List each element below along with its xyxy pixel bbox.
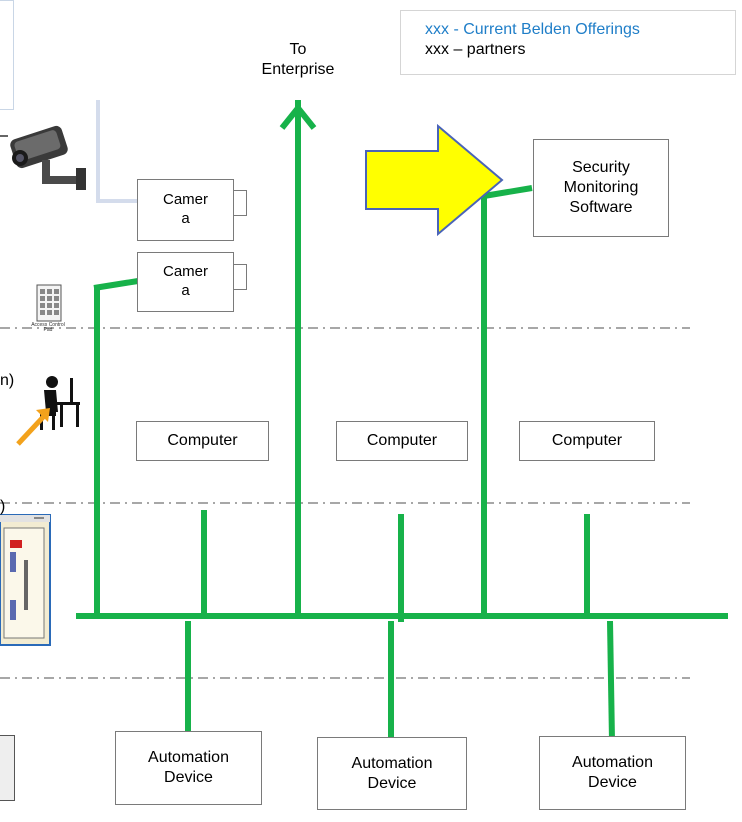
computer-box: Computer	[336, 421, 468, 461]
automation-device-box: Automation Device	[115, 731, 262, 805]
pointer-arrow-icon	[16, 408, 50, 446]
camera-link	[93, 278, 139, 291]
legend-box: xxx - Current Belden Offerings xxx – par…	[400, 10, 736, 75]
automation-device-box: Automation Device	[539, 736, 686, 810]
clipped-panel-edge	[0, 0, 14, 110]
network-lines	[76, 100, 728, 743]
legend-belden-offerings: xxx - Current Belden Offerings	[425, 21, 640, 38]
clipped-label-text: )	[0, 498, 6, 515]
automation-device-box: Automation Device	[317, 737, 467, 810]
camera-lens-tab	[233, 190, 247, 216]
highlight-arrow-icon	[365, 123, 504, 237]
automation-3-drop	[607, 620, 615, 742]
enterprise-arrow-head	[279, 103, 317, 130]
camera-box: Camer a	[137, 179, 234, 241]
camera-link-line	[96, 100, 140, 203]
security-monitoring-software-box: Security Monitoring Software	[533, 139, 669, 237]
clipped-box	[0, 735, 15, 801]
access-control-pad-icon	[36, 284, 62, 322]
camera-lens-tab	[233, 264, 247, 290]
zone-separators	[0, 327, 690, 679]
to-enterprise-label: To Enterprise	[261, 41, 335, 78]
computer-box: Computer	[136, 421, 269, 461]
access-pad-label: Access Control Pad	[31, 322, 65, 333]
control-panel-icon	[0, 514, 51, 646]
camera-box: Camer a	[137, 252, 234, 312]
software-link	[483, 185, 533, 199]
clipped-label-text: n)	[0, 372, 15, 389]
legend-partners: xxx – partners	[425, 41, 526, 58]
operator-workstation-icon	[40, 376, 80, 430]
security-camera-icon	[0, 125, 86, 190]
computer-box: Computer	[519, 421, 655, 461]
